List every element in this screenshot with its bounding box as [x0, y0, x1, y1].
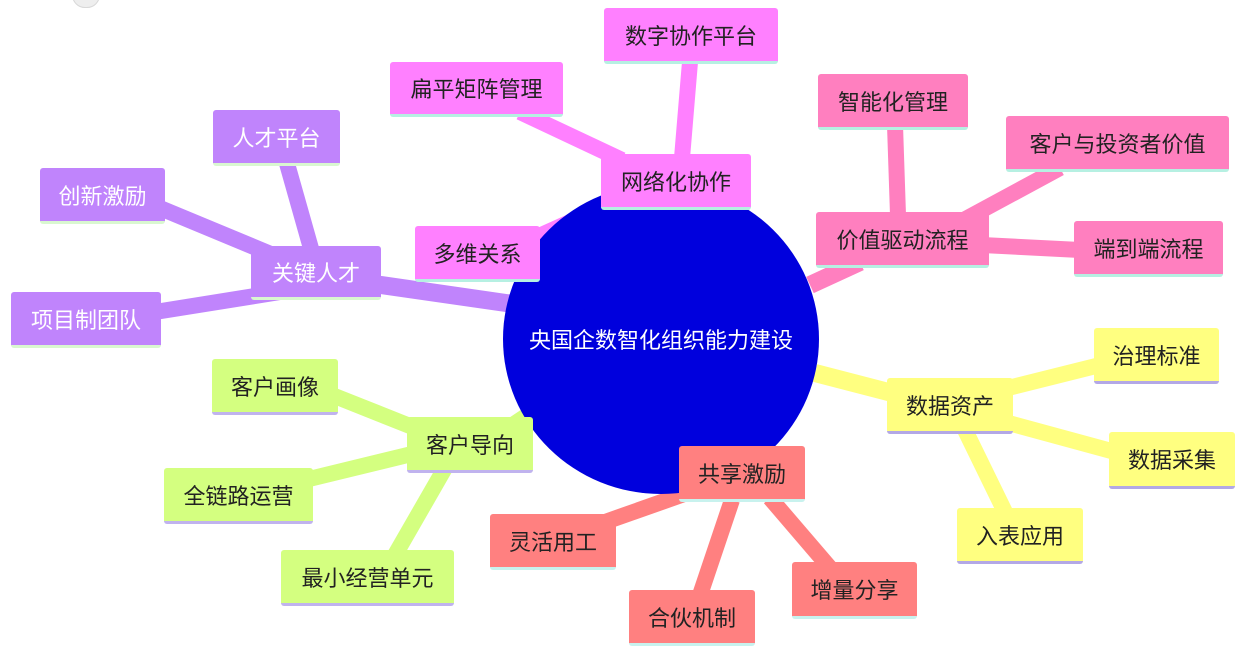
- leaf-node-talent-1[interactable]: 人才平台: [213, 110, 340, 166]
- branch-node-talent[interactable]: 关键人才: [251, 246, 381, 300]
- center-topic[interactable]: 央国企数智化组织能力建设: [503, 184, 819, 494]
- leaf-node-talent-3[interactable]: 项目制团队: [11, 292, 161, 348]
- leaf-node-value-3[interactable]: 端到端流程: [1074, 221, 1223, 277]
- connector-center-data: [812, 364, 903, 404]
- connector-customer-zuixiao: [388, 464, 452, 559]
- connector-customer-huaxiang: [329, 387, 423, 438]
- connector-center-talent: [358, 273, 522, 314]
- connector-customer-quanlian: [303, 444, 422, 488]
- branch-node-value[interactable]: 价值驱动流程: [816, 212, 989, 268]
- connector-share-huoban: [692, 497, 740, 598]
- leaf-node-data-1[interactable]: 治理标准: [1094, 328, 1219, 384]
- leaf-node-value-2[interactable]: 客户与投资者价值: [1006, 116, 1229, 172]
- connector-data-zhili: [998, 357, 1102, 398]
- leaf-node-network-1[interactable]: 数字协作平台: [604, 8, 778, 64]
- leaf-node-talent-2[interactable]: 创新激励: [40, 168, 165, 224]
- connector-talent-rencai: [278, 157, 320, 255]
- leaf-node-customer-2[interactable]: 全链路运营: [164, 468, 313, 524]
- leaf-node-data-2[interactable]: 数据采集: [1109, 432, 1235, 489]
- connector-share-linghuo: [602, 484, 693, 530]
- connector-value-zhineng: [887, 124, 906, 216]
- leaf-node-network-2[interactable]: 扁平矩阵管理: [390, 62, 563, 117]
- branch-node-network[interactable]: 网络化协作: [601, 154, 751, 210]
- leaf-node-data-3[interactable]: 入表应用: [957, 508, 1083, 564]
- leaf-node-network-3[interactable]: 多维关系: [415, 226, 540, 282]
- leaf-node-share-2[interactable]: 合伙机制: [629, 590, 755, 646]
- leaf-node-share-1[interactable]: 灵活用工: [490, 514, 616, 570]
- connector-share-zengliang: [763, 492, 837, 574]
- connector-network-shuzi: [674, 61, 698, 159]
- branch-node-customer[interactable]: 客户导向: [407, 417, 533, 473]
- leaf-node-value-1[interactable]: 智能化管理: [818, 74, 968, 130]
- leaf-node-customer-3[interactable]: 最小经营单元: [281, 550, 454, 606]
- connector-value-duandao: [981, 237, 1081, 258]
- branch-node-data[interactable]: 数据资产: [887, 378, 1013, 434]
- leaf-node-share-3[interactable]: 增量分享: [792, 562, 917, 619]
- branch-node-share[interactable]: 共享激励: [679, 446, 805, 502]
- leaf-node-customer-1[interactable]: 客户画像: [212, 359, 338, 415]
- connector-data-rubiao: [957, 426, 1013, 516]
- connector-network-bianping: [516, 104, 626, 168]
